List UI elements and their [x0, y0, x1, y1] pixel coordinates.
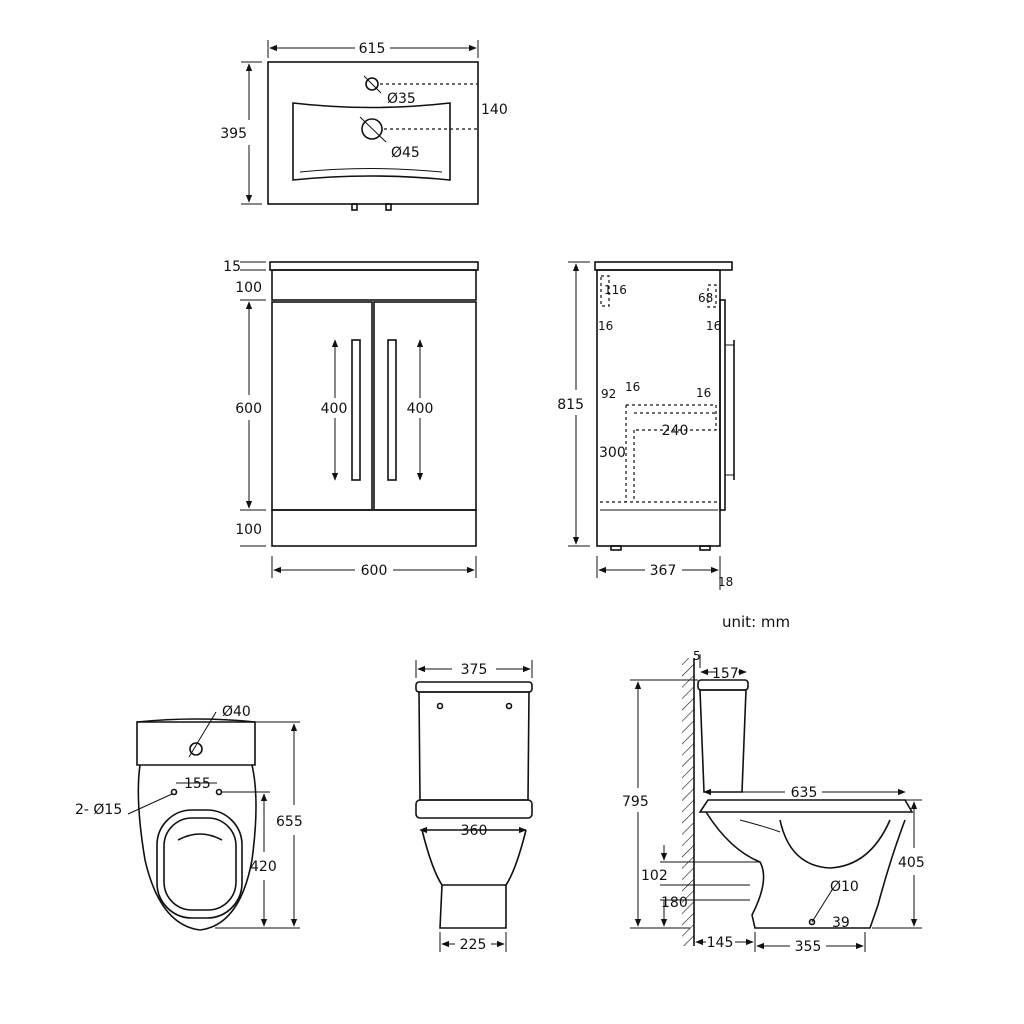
- fix-height-label: 39: [832, 915, 850, 931]
- handle-right-label: 400: [407, 401, 434, 417]
- door-height-label: 600: [235, 401, 262, 417]
- vanity-front-view: 15 100 600 100 400 400 600: [223, 259, 479, 579]
- rim-height-label: 405: [898, 855, 925, 871]
- inlet-height-label: 102: [641, 868, 668, 884]
- hole-offset-label: 140: [481, 102, 508, 118]
- wc-side-view: 5 157 795 635 405 102 180: [622, 649, 925, 955]
- cistern-hole-label: Ø40: [222, 704, 251, 720]
- waste-hole-label: Ø45: [391, 145, 420, 161]
- internal-top-right-label: 68: [698, 291, 713, 305]
- wc-top-view: Ø40 155 2- Ø15 655 420: [75, 704, 303, 931]
- floor-fix-label: Ø10: [830, 879, 859, 895]
- side-depth-label: 367: [650, 563, 677, 579]
- basin-depth-label: 395: [220, 126, 247, 142]
- fixing-to-front-label: 420: [250, 859, 277, 875]
- door-thk-label: 18: [718, 575, 733, 589]
- handle-left-label: 400: [321, 401, 348, 417]
- outlet-height-label: 180: [661, 895, 688, 911]
- edge-right-label: 16: [706, 319, 721, 333]
- seat-width-label: 360: [461, 823, 488, 839]
- drawer-height-label: 100: [235, 280, 262, 296]
- vanity-width-label: 600: [361, 563, 388, 579]
- shelf-thk-left-label: 16: [625, 380, 640, 394]
- shelf-depth-label: 240: [662, 423, 689, 439]
- wc-front-view: 375 360 225: [415, 660, 533, 953]
- basin-top-view: 615 395 Ø35 Ø45 140: [220, 40, 508, 211]
- cistern-depth-label: 157: [712, 666, 739, 682]
- side-height-label: 815: [557, 397, 584, 413]
- unit-label: unit: mm: [722, 613, 790, 631]
- edge-left-label: 16: [598, 319, 613, 333]
- shelf-gap-label: 92: [601, 387, 616, 401]
- shelf-thk-right-label: 16: [696, 386, 711, 400]
- length-label: 635: [791, 785, 818, 801]
- top-thickness-label: 15: [223, 259, 241, 275]
- fixing-spacing-label: 155: [184, 776, 211, 792]
- internal-top-left-label: 116: [604, 283, 627, 297]
- wall-gap-label: 5: [693, 649, 701, 663]
- wall-to-outlet-label: 145: [707, 935, 734, 951]
- basin-width-label: 615: [359, 41, 386, 57]
- overall-height-label: 795: [622, 794, 649, 810]
- outlet-to-fix-label: 355: [795, 939, 822, 955]
- foot-width-label: 225: [460, 937, 487, 953]
- tap-hole-label: Ø35: [387, 91, 416, 107]
- fixing-holes-label: 2- Ø15: [75, 802, 122, 818]
- lower-height-label: 300: [599, 445, 626, 461]
- plinth-height-label: 100: [235, 522, 262, 538]
- vanity-side-view: 815 116 68 16 16 92 16 16 240 300 367 18: [557, 261, 735, 590]
- cistern-width-label: 375: [461, 662, 488, 678]
- overall-length-label: 655: [276, 814, 303, 830]
